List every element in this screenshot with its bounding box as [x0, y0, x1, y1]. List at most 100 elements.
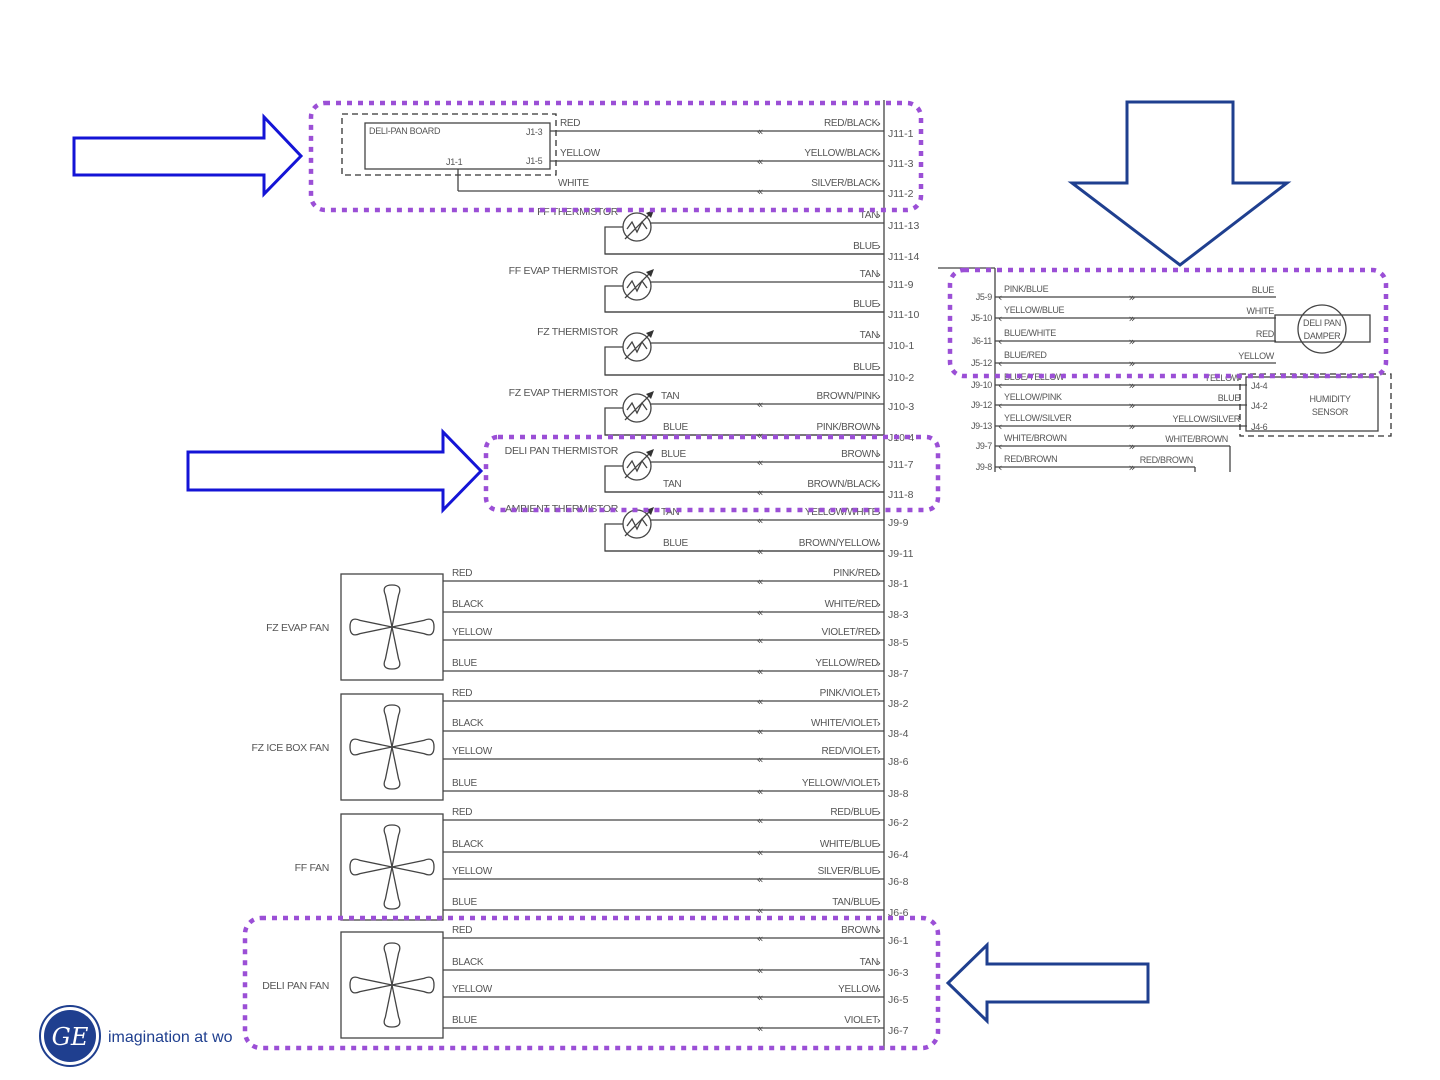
thermistor-zigzag — [626, 220, 648, 234]
connector-pin-label: J9-9 — [888, 517, 909, 529]
connector-chevron-icon: « — [757, 695, 764, 708]
connector-pin-label: J8-7 — [888, 668, 909, 680]
wire-right-color-label: BROWN/PINK — [817, 391, 879, 402]
wire-end-arrow-icon: › — [877, 1014, 881, 1027]
sensor-left-color-label: WHITE/BROWN — [1004, 433, 1067, 443]
wire-right-color-label: TAN — [860, 330, 878, 341]
sensor-right-color-label: YELLOW/SILVER — [1173, 414, 1241, 424]
connector-chevron-icon: » — [1129, 291, 1136, 304]
thermistor-arrow-line — [624, 332, 652, 360]
connector-chevron-icon: » — [1129, 357, 1136, 370]
callout-arrows-layer — [72, 100, 1292, 1025]
wire-right-color-label: TAN — [860, 957, 878, 968]
connector-chevron-icon: « — [757, 429, 764, 442]
connector-chevron-icon: « — [757, 155, 764, 168]
wire-left-color-label: BLACK — [452, 718, 484, 729]
fan-blade-icon — [391, 976, 435, 994]
damper-connector-label: J5-9 — [976, 292, 993, 302]
fan-box — [340, 931, 444, 1039]
connector-pin-label: J10-1 — [888, 340, 914, 352]
thermistor-name-label: FZ EVAP THERMISTOR — [509, 387, 619, 399]
thermistor-return-wire — [604, 285, 884, 313]
fan-blade-icon — [349, 858, 393, 876]
wire-end-arrow-icon: › — [877, 421, 881, 434]
wire-right-color-label: TAN — [860, 210, 878, 221]
sensor-connector-label: J9-12 — [971, 400, 992, 410]
wire-right-color-label: PINK/VIOLET — [820, 688, 879, 699]
wire-left-color-label: BLUE — [663, 538, 689, 549]
wire-right-color-label: YELLOW/WHITE — [805, 507, 879, 518]
wire-end-arrow-icon: › — [877, 983, 881, 996]
damper-connector-label: J5-10 — [971, 313, 992, 323]
fan-blade-icon — [383, 584, 401, 628]
thermistor-arrow-line — [624, 451, 652, 479]
connector-pin-label: J6-8 — [888, 876, 909, 888]
wire-end-arrow-icon: › — [877, 240, 881, 253]
wire-left-color-label: BLUE — [452, 658, 478, 669]
fan-blade-icon — [383, 746, 401, 790]
damper-left-color-label: BLUE/RED — [1004, 350, 1047, 360]
sensor-connector-label: J9-8 — [976, 462, 993, 472]
wire-left-color-label: BLUE — [452, 897, 478, 908]
fan-blade-icon — [349, 738, 393, 756]
wire-right-color-label: BROWN/YELLOW — [799, 538, 879, 549]
thermistor-zigzag — [626, 340, 648, 354]
thermistor-arrow-head — [646, 449, 654, 457]
wire-right-color-label: WHITE/RED — [825, 599, 878, 610]
wire-end-arrow-icon: › — [877, 209, 881, 222]
damper-right-color-label: YELLOW — [1238, 351, 1275, 361]
wire-end-arrow-icon: › — [877, 147, 881, 160]
callout-arrow-left-fan-icon — [945, 941, 1150, 1025]
connector-pin-label: J6-4 — [888, 849, 909, 861]
connector-chevron-icon: « — [757, 873, 764, 886]
wire-end-arrow-icon: ‹ — [998, 440, 1002, 453]
wire-left-color-label: YELLOW — [452, 984, 493, 995]
wire-left-color-label: RED — [560, 118, 580, 129]
wire-end-arrow-icon: › — [877, 506, 881, 519]
thermistor-zigzag — [626, 279, 648, 293]
connector-chevron-icon: « — [757, 753, 764, 766]
sensor-pin-label: J4-6 — [1251, 422, 1268, 432]
connector-pin-label: J11-14 — [888, 251, 919, 263]
wire-end-arrow-icon: › — [877, 390, 881, 403]
fan-blade-icon — [383, 984, 401, 1028]
connector-pin-label: J10-4 — [888, 432, 914, 444]
connector-chevron-icon: « — [757, 814, 764, 827]
connector-pin-label: J8-8 — [888, 788, 909, 800]
damper-right-color-label: WHITE — [1247, 306, 1275, 316]
wire-right-color-label: YELLOW — [838, 984, 879, 995]
board-pin-label: J1-3 — [526, 127, 543, 137]
wire-left-color-label: YELLOW — [452, 866, 493, 877]
wire-end-arrow-icon: › — [877, 896, 881, 909]
sensor-left-color-label: YELLOW/SILVER — [1004, 413, 1072, 423]
wire-right-color-label: BROWN — [841, 925, 878, 936]
connector-pin-label: J11-10 — [888, 309, 919, 321]
connector-pin-label: J11-1 — [888, 128, 914, 140]
wire-left-color-label: RED — [452, 925, 472, 936]
thermistor-icon — [622, 332, 652, 362]
wire-end-arrow-icon: › — [877, 298, 881, 311]
fan-blade-icon — [383, 626, 401, 670]
connector-pin-label: J9-11 — [888, 548, 914, 560]
damper-motor-icon — [1297, 304, 1347, 354]
wire-left-color-label: TAN — [663, 479, 681, 490]
wire-left-color-label: TAN — [661, 391, 679, 402]
connector-pin-label: J10-2 — [888, 372, 914, 384]
wire-right-color-label: YELLOW/BLACK — [804, 148, 878, 159]
fan-blade-icon — [391, 738, 435, 756]
wire-right-color-label: RED/BLUE — [830, 807, 878, 818]
highlight-deli-pan-thermistor — [483, 434, 941, 513]
connector-pin-label: J8-6 — [888, 756, 909, 768]
thermistor-name-label: FZ THERMISTOR — [537, 326, 619, 338]
thermistor-icon — [622, 451, 652, 481]
damper-body-box — [1274, 314, 1371, 343]
fan-box — [340, 573, 444, 681]
thermistor-arrow-head — [646, 391, 654, 399]
wire-right-color-label: PINK/BROWN — [817, 422, 879, 433]
wire-end-arrow-icon: ‹ — [998, 312, 1002, 325]
